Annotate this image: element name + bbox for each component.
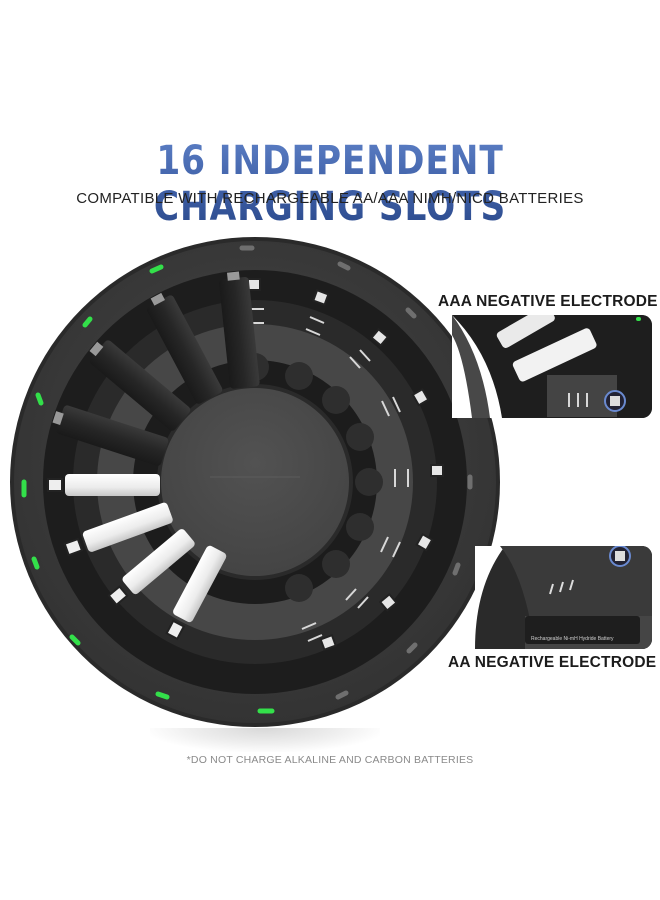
aa-batteries <box>52 271 260 466</box>
battery-charger-illustration <box>10 237 500 727</box>
callout-aa-label: AA NEGATIVE ELECTRODE <box>448 654 657 671</box>
warning-footnote: *DO NOT CHARGE ALKALINE AND CARBON BATTE… <box>186 754 474 766</box>
callout-aa-closeup: Rechargeable Ni-mH Hydride Battery <box>475 546 652 649</box>
headline-subtitle: COMPATIBLE WITH RECHARGEABLE AA/AAA NIMH… <box>76 190 584 207</box>
contact-marks <box>246 308 409 642</box>
aa-battery-print: Rechargeable Ni-mH Hydride Battery <box>531 636 614 642</box>
callout-aaa-closeup <box>452 315 652 418</box>
aaa-closeup-image <box>452 315 652 418</box>
aa-closeup-image: Rechargeable Ni-mH Hydride Battery <box>475 546 652 649</box>
callout-aaa-label: AAA NEGATIVE ELECTRODE <box>438 293 658 310</box>
headline-title: 16 INDEPENDENT CHARGING SLOTS <box>46 138 614 230</box>
aaa-batteries <box>47 474 227 641</box>
charger-shadow <box>150 728 380 752</box>
led-indicators <box>21 245 473 714</box>
empty-slot-terminals <box>247 278 444 651</box>
